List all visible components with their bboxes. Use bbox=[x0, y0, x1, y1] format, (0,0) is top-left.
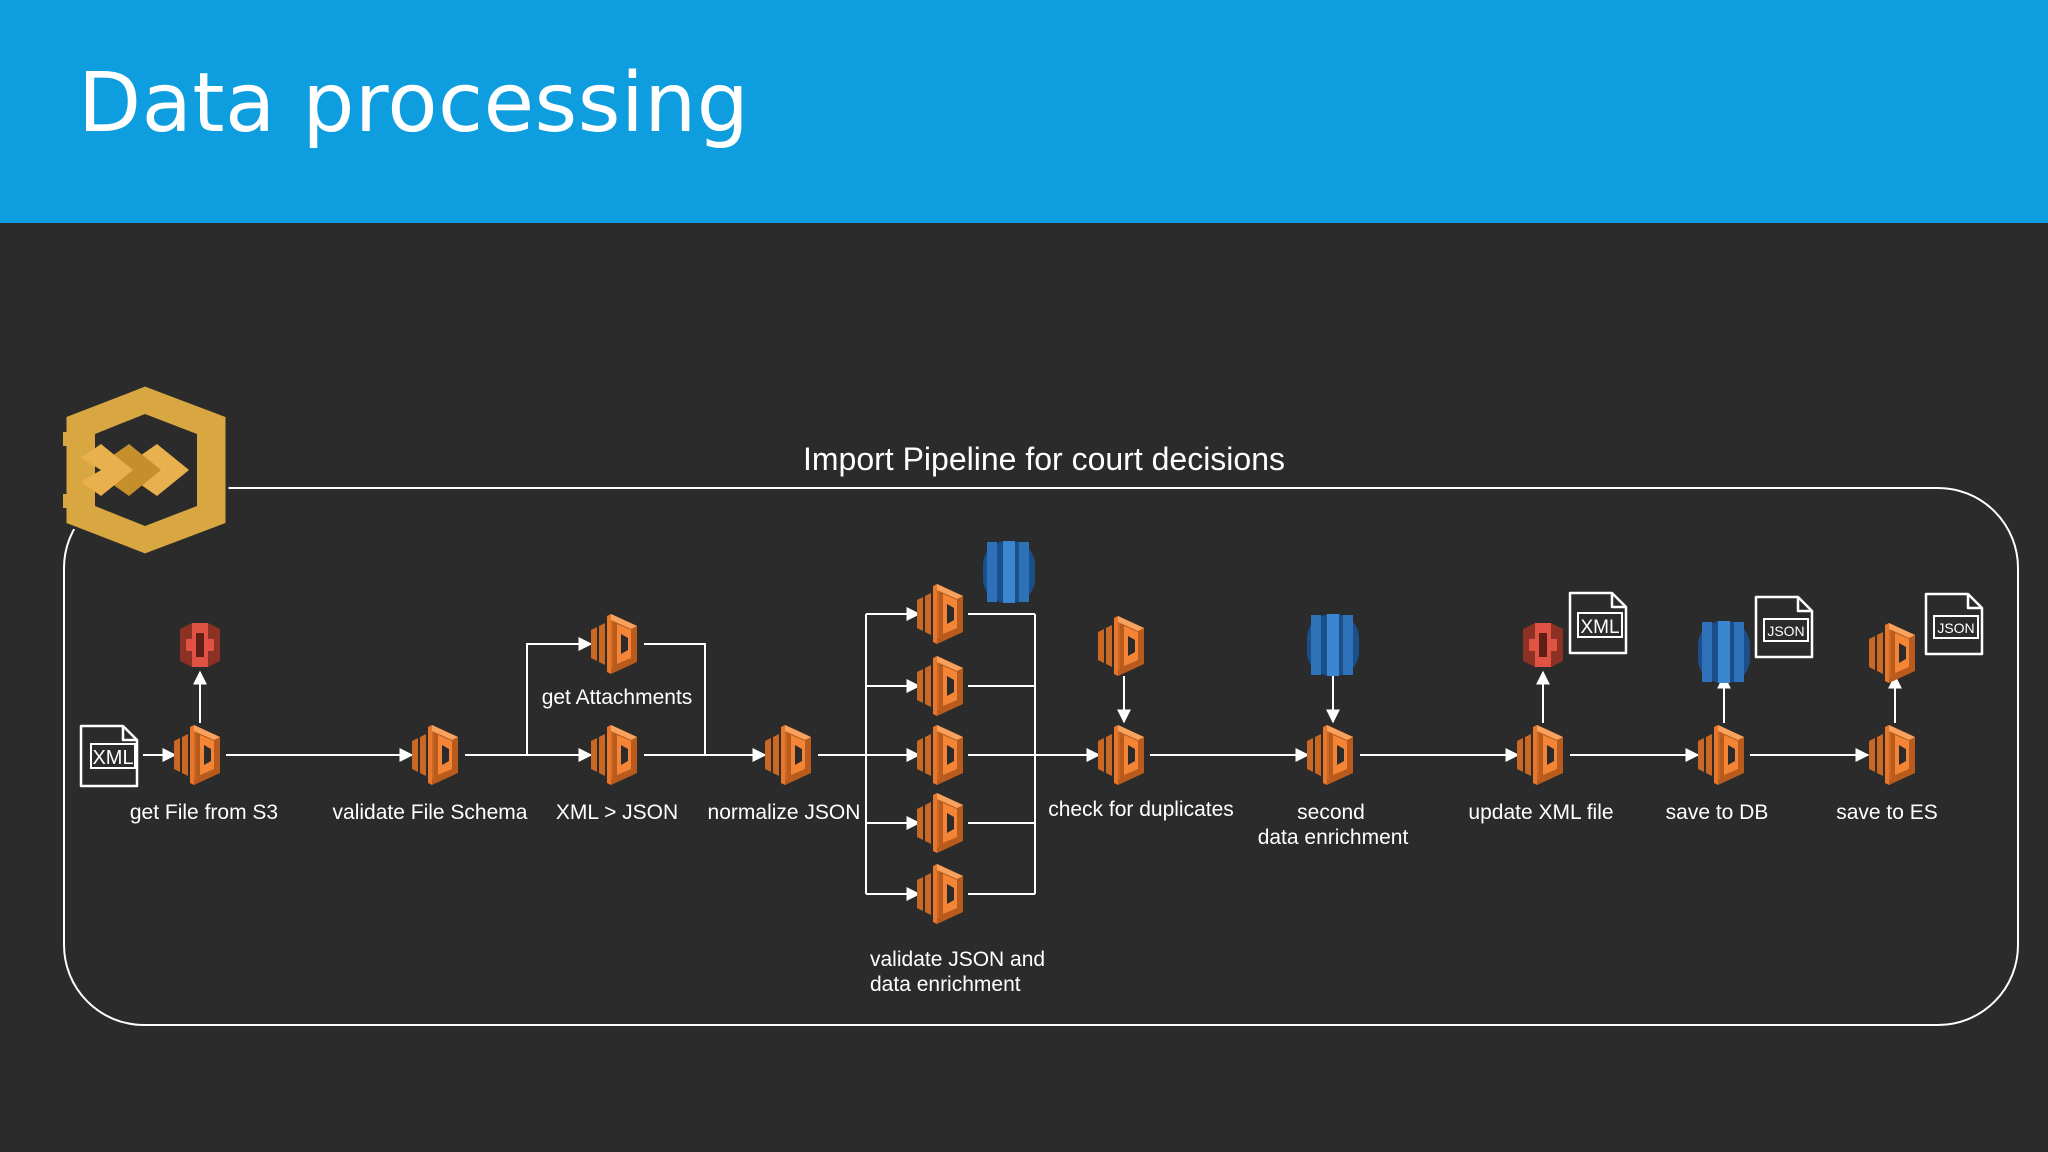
lambda-icon bbox=[917, 656, 963, 716]
step-label-save-db: save to DB bbox=[1666, 801, 1769, 824]
json-file-icon: JSON bbox=[1754, 595, 1814, 659]
step-label-update-xml: update XML file bbox=[1468, 801, 1613, 824]
lambda-icon bbox=[591, 614, 637, 674]
step-label-save-es: save to ES bbox=[1836, 801, 1938, 824]
xml-file-icon: XML bbox=[1568, 591, 1628, 655]
database-icon bbox=[1307, 614, 1359, 676]
step-label-validate-schema: validate File Schema bbox=[333, 801, 528, 824]
step-label-normalize-json: normalize JSON bbox=[708, 801, 861, 824]
lambda-icon bbox=[1098, 725, 1144, 785]
step-label-validate-enrich-line2: data enrichment bbox=[870, 973, 1021, 996]
s3-bucket-icon bbox=[180, 623, 220, 667]
lambda-icon bbox=[1869, 623, 1915, 683]
lambda-icon bbox=[174, 725, 220, 785]
lambda-icon bbox=[591, 725, 637, 785]
step-label-second-enrich-line1: second bbox=[1297, 801, 1365, 824]
step-label-get-file: get File from S3 bbox=[130, 801, 278, 824]
slide-header: Data processing bbox=[0, 0, 2048, 223]
lambda-icon bbox=[1698, 725, 1744, 785]
json-file-icon: JSON bbox=[1924, 592, 1984, 656]
step-label-get-attachments: get Attachments bbox=[542, 686, 693, 709]
lambda-icon bbox=[412, 725, 458, 785]
lambda-icon bbox=[765, 725, 811, 785]
svg-text:JSON: JSON bbox=[1767, 623, 1804, 639]
lambda-icon bbox=[1307, 725, 1353, 785]
xml-file-icon: XML bbox=[79, 724, 139, 788]
lambda-icon bbox=[917, 793, 963, 853]
step-label-check-duplicates: check for duplicates bbox=[1048, 798, 1234, 821]
pipeline-container bbox=[63, 487, 2019, 1026]
step-label-validate-enrich-line1: validate JSON and bbox=[870, 948, 1045, 971]
lambda-icon bbox=[1517, 725, 1563, 785]
pipeline-title: Import Pipeline for court decisions bbox=[803, 441, 1285, 477]
database-icon bbox=[1698, 621, 1750, 683]
lambda-icon bbox=[917, 864, 963, 924]
slide-title: Data processing bbox=[78, 56, 750, 151]
lambda-icon bbox=[917, 584, 963, 644]
step-label-xml-to-json: XML > JSON bbox=[556, 801, 678, 824]
svg-text:XML: XML bbox=[92, 747, 133, 769]
step-functions-icon bbox=[63, 383, 229, 557]
svg-text:XML: XML bbox=[1580, 617, 1619, 638]
step-label-second-enrich-line2: data enrichment bbox=[1258, 826, 1409, 849]
lambda-icon bbox=[1869, 725, 1915, 785]
connectors bbox=[143, 607, 1902, 901]
lambda-icon bbox=[1098, 616, 1144, 676]
lambda-icon bbox=[917, 725, 963, 785]
svg-text:JSON: JSON bbox=[1937, 620, 1974, 636]
database-icon bbox=[983, 541, 1035, 603]
s3-bucket-icon bbox=[1523, 623, 1563, 667]
